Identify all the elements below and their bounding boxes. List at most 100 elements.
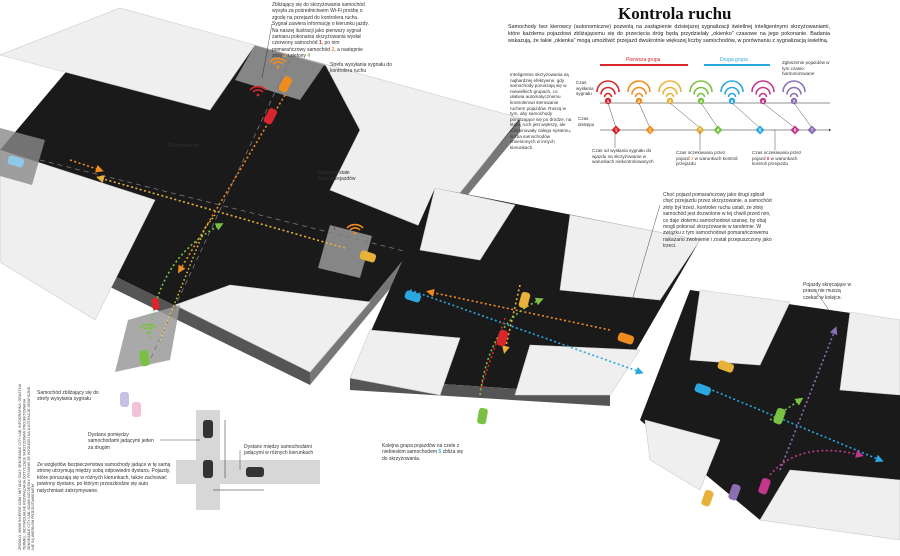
block-top-right [324,63,521,231]
callout-approach: Zbliżający się do skrzyżowania samochód … [272,2,372,60]
timeline-connector [793,102,813,129]
car-orange [278,76,293,93]
timeline-connector [700,102,719,129]
wifi-icon-orange [269,57,287,69]
callout-approach-end2: i zielony [287,53,306,60]
callout-zone-car: Samochód zbliżający się do strefy wysyła… [37,390,99,403]
route-orange-left [69,159,104,173]
timeline-access-number: 6 [794,128,797,133]
page-title: Kontrola ruchu [618,4,732,23]
right-block-br [759,469,900,541]
timeline-wifi-icon: 1 [596,80,620,105]
block-top-left [0,7,256,111]
car-green [139,349,150,367]
timeline-wifi-icon: 2 [627,80,651,105]
lane-line [149,59,291,361]
right-car-green [773,407,786,425]
mid-car-blue [404,290,422,303]
badge-orange: 2 [331,46,335,53]
timeline-access-number: 4 [717,128,720,133]
inset-car-blue-faded [120,392,129,407]
timeline-group2-label: Druga grupa [720,57,748,63]
block-bottom-right [174,284,371,373]
timeline-access-number: 1 [615,128,618,133]
right-block-tr [839,311,900,396]
mid-car-green [477,407,488,425]
callout-intersection: Skrzyżowanie [168,143,199,149]
timeline-foot1: Czas od wysłania sygnału do wjazdu na sk… [592,148,654,165]
timeline-foot3-badge: 6 [766,155,770,161]
timeline-foot3-text: Czas oczekiwania przez pojazd [752,150,802,161]
block-bottom-left [0,149,156,321]
callout-right-turn: Pojazdy skręcające w prawo nie muszą cze… [803,282,852,301]
mid-block-tl [419,187,516,261]
timeline-wifi-number: 6 [762,99,765,104]
timeline-access-number: 7 [811,128,814,133]
timeline-wifi-number: 4 [700,99,703,104]
car-blue-outside [7,155,25,168]
right-car-pink [758,477,771,495]
right-intersection [640,289,900,541]
timeline-access-number: 2 [649,128,652,133]
car-red-small [151,297,160,311]
mid-car-gold [518,291,531,309]
wifi-icon-red [249,85,267,97]
mid-block-br [514,344,641,396]
timeline-access-diamond: 7 [807,125,817,135]
timeline-foot2-text: Czas oczekiwania przez pojazd [676,150,726,161]
mid-route-gold [502,284,521,354]
timeline-access-diamond: 2 [645,125,655,135]
timeline-foot3: Czas oczekiwania przez pojazd 6 w warunk… [752,150,812,167]
source-credit: ŹRÓDŁO: WWW.INVERSE.COM / MIT AND ITALY … [18,384,36,550]
timeline-wifi-icon: 3 [658,80,682,105]
leader-line [623,204,661,329]
mid-block-tr [559,214,701,301]
timeline-connector [762,102,796,129]
main-intersection [0,7,521,385]
wifi-icon-gold [346,223,364,235]
right-route-blue [699,384,884,463]
callout-convoy-text: Kolejna grupa pojazdów na czele z niebie… [382,443,460,456]
timeline-access-diamond: 4 [713,125,723,135]
callout-convoy-end: zbliża się do skrzyżowania. [382,449,464,462]
timeline-foot2-end: w warunkach kontroli przejazdu [676,155,738,167]
timeline-explanation: Inteligentne skrzyżowania są najbardziej… [510,72,572,150]
timeline-legend: Zgłoszenie pojazdów w tym czasie: harmon… [782,60,830,77]
route-gold [96,175,346,249]
timeline-access-label: Czas dostępu [578,116,595,127]
inset-car [203,420,213,438]
route-yellow-straight [159,214,216,341]
right-car-violet [728,483,741,501]
timeline-access-number: 5 [759,128,762,133]
timeline-group1-label: Pierwsza grupa [626,57,661,63]
middle-intersection [349,187,701,425]
badge-green: 4 [307,53,311,60]
mid-block-bl [349,329,461,396]
timeline-bracket-group2 [704,64,770,66]
right-route-pink [769,449,864,476]
distance-inset [120,392,320,510]
timeline-wifi-icon: 6 [751,80,775,105]
lead-paragraph: Samochody bez kierowcy (autonomiczne) po… [508,24,830,44]
timeline-wifi-number: 5 [731,99,734,104]
badge-gold: 3 [283,53,287,60]
callout-orange-car: Choć pojazd pomarańczowy jako drugi zgło… [663,192,772,250]
right-car-blue [694,383,712,396]
callout-safety: Ze względów bezpieczeństwa samochody jad… [37,462,171,494]
timeline-wifi-icon: 5 [720,80,744,105]
leader-line [319,179,336,231]
callout-approach-end: , a następnie złoty [272,46,363,60]
callout-distance: Dystans pomiędzy samochodami jadącymi je… [88,432,154,451]
right-car-gold-2 [701,489,714,507]
callout-approach-mid: , po nim pomarańczowy samochód [272,40,340,53]
timeline-access-number: 3 [699,128,702,133]
wifi-icon-green [139,323,157,335]
callout-convoy: Kolejna grupa pojazdów na czele z niebie… [382,443,470,462]
timeline-connector [669,102,701,129]
signal-zone-south [115,305,180,372]
car-red [263,108,278,125]
timeline-foot3-end: w warunkach kontroli przejazdu [752,155,798,167]
